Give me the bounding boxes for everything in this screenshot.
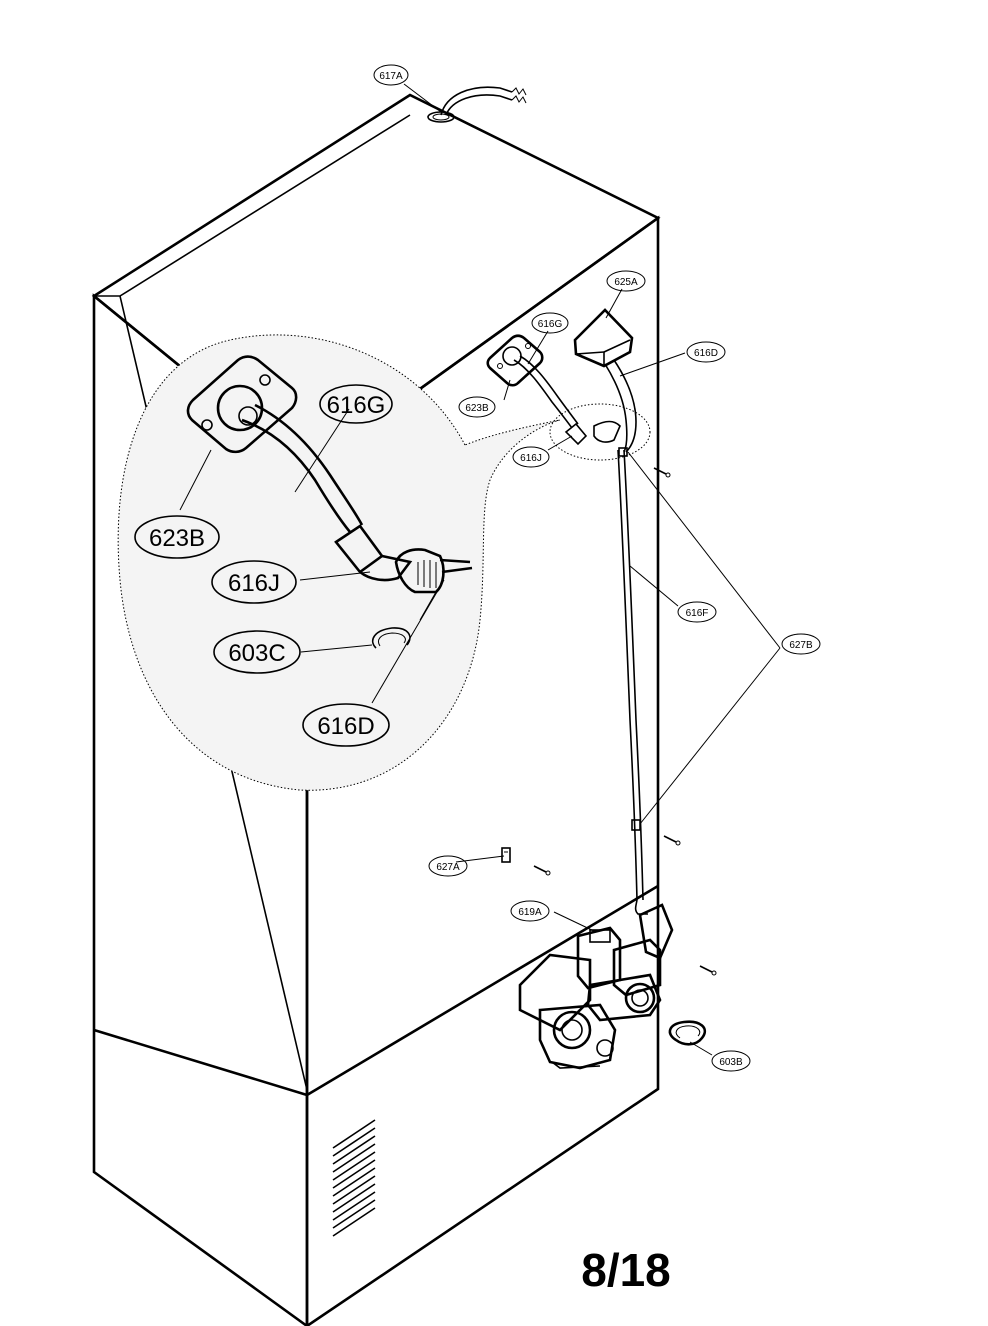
- wire-clip: [501, 847, 511, 863]
- callout-616G-large: 616G: [319, 384, 393, 424]
- callout-label: 627B: [789, 640, 813, 651]
- callout-627A: 627A: [428, 855, 468, 877]
- small-tube: [513, 355, 579, 429]
- callout-label: 623B: [149, 525, 205, 552]
- callout-label: 619A: [518, 907, 542, 918]
- callout-label: 627A: [436, 862, 460, 873]
- leader-lines: [179, 83, 781, 1056]
- water-valve: [518, 903, 674, 1070]
- callout-label: 617A: [379, 71, 403, 82]
- callout-616D-large: 616D: [302, 703, 390, 747]
- callout-617A: 617A: [373, 64, 409, 86]
- callout-label: 616F: [686, 608, 709, 619]
- small-elbow-fitting: [564, 420, 621, 446]
- callout-label: 616D: [694, 348, 718, 359]
- callout-label: 603C: [228, 640, 285, 667]
- screws: [533, 467, 717, 976]
- callout-616J-small: 616J: [512, 446, 550, 468]
- top-water-line: [427, 86, 527, 123]
- callout-619A: 619A: [510, 900, 550, 922]
- callout-label: 616G: [327, 392, 386, 419]
- detail-mounting-plate: [186, 355, 298, 454]
- detail-magnifier: [117, 334, 561, 791]
- callout-label: 616J: [520, 453, 542, 464]
- clip-ring-603B: [668, 1020, 707, 1046]
- vertical-water-line: [617, 447, 648, 915]
- callout-603B: 603B: [711, 1050, 751, 1072]
- highlight-circle: [549, 403, 651, 461]
- callout-label: 616D: [317, 713, 374, 740]
- callout-616F: 616F: [677, 601, 717, 623]
- page-number: 8/18: [581, 1244, 671, 1296]
- callout-625A: 625A: [606, 270, 646, 292]
- callout-616D-small: 616D: [686, 341, 726, 363]
- callout-label: 616J: [228, 570, 280, 597]
- detail-tube: [241, 403, 364, 533]
- callout-label: 625A: [614, 277, 638, 288]
- callout-616G-small: 616G: [531, 312, 569, 334]
- detail-clip-ring: [371, 627, 411, 649]
- callout-623B-large: 623B: [134, 515, 220, 559]
- vent-grille: [332, 1119, 376, 1237]
- callout-616J-large: 616J: [211, 560, 297, 604]
- callout-627B: 627B: [781, 633, 821, 655]
- callout-label: 616G: [538, 319, 563, 330]
- callout-label: 603B: [719, 1057, 743, 1068]
- callout-label: 623B: [465, 403, 489, 414]
- callout-623B-small: 623B: [458, 396, 496, 418]
- detail-elbow-fitting: [334, 524, 473, 594]
- filter: [573, 308, 637, 453]
- callout-603C-large: 603C: [213, 630, 301, 674]
